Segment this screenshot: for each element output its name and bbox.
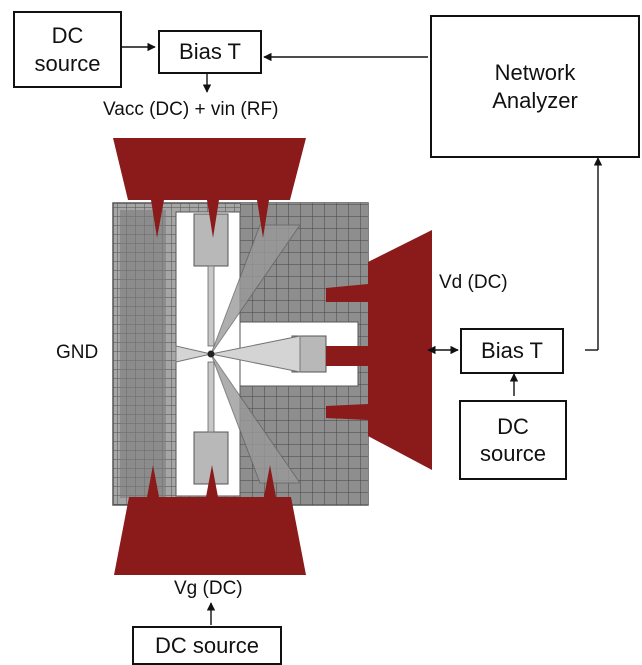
dc-source-top-line2: source [34,50,100,78]
network-analyzer-line2: Analyzer [492,87,578,115]
bias-t-top-box: Bias T [158,30,262,74]
dc-source-right-line2: source [480,440,546,468]
network-analyzer-line1: Network [492,59,578,87]
dc-source-bottom-box: DC source [132,626,282,665]
dc-source-bottom-label: DC source [155,632,259,660]
vacc-label: Vacc (DC) + vin (RF) [103,99,278,121]
dc-source-right-line1: DC [480,413,546,441]
bias-t-right-box: Bias T [460,328,564,374]
bias-t-top-label: Bias T [179,38,241,66]
vd-label: Vd (DC) [439,272,508,294]
gnd-label: GND [56,342,98,364]
bias-t-right-label: Bias T [481,337,543,365]
dc-source-top-line1: DC [34,22,100,50]
vg-label: Vg (DC) [174,578,243,600]
